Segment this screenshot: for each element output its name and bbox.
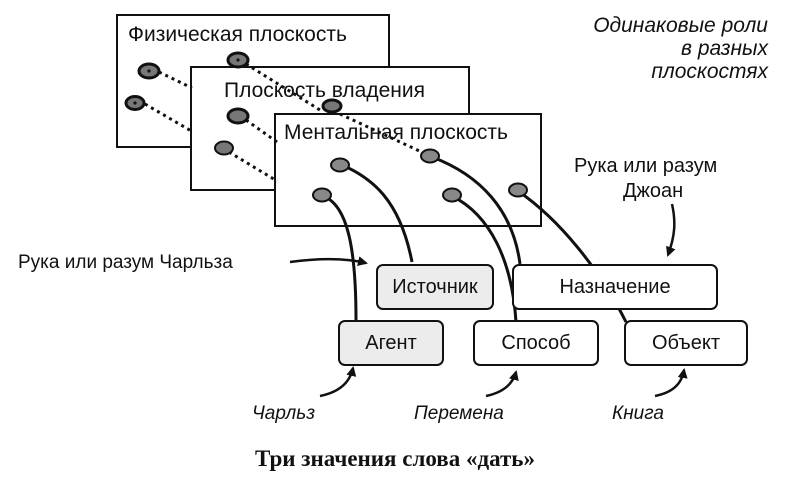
mental-plane: Ментальная плоскость [274,113,542,227]
role-method: Способ [473,320,599,366]
role-agent: Агент [338,320,444,366]
cross-plane-links [144,62,429,183]
slot [330,157,350,173]
role-destination: Назначение [512,264,718,310]
slot-dot [236,58,240,62]
note-same-roles: Одинаковые роли в разных плоскостях [520,14,768,83]
link-agent [322,194,358,321]
note-line-2: в разных [681,37,768,60]
link-source [341,163,414,263]
role-object: Объект [624,320,748,366]
label-arrows [289,203,688,398]
dotted-link [245,118,278,144]
note-line-3: плоскостях [651,60,768,83]
ownership-slots [214,98,343,156]
physical-plane-title: Физическая плоскость [128,23,347,46]
arrow-method-filler [485,370,519,398]
mental-slots [312,148,528,203]
slot-dot [147,69,151,73]
filler-object: Книга [612,403,664,424]
slot [226,107,250,125]
label-joan: Рука или разум [574,155,718,177]
figure-caption: Три значения слова «дать» [255,446,535,471]
physical-slots [124,51,250,111]
mental-plane-title: Ментальная плоскость [284,121,508,144]
slot [508,182,528,198]
filler-method: Перемена [414,403,504,424]
label-joan-name: Джоан [623,180,684,202]
arrow-charles [289,256,368,267]
dotted-link [158,70,193,90]
arrow-object-filler [654,368,688,398]
slot [442,187,462,203]
filler-agent: Чарльз [252,403,316,424]
label-charles: Рука или разум Чарльза [18,252,233,273]
ownership-plane-title: Плоскость владения [224,79,425,102]
slot [420,148,440,164]
dotted-link [245,62,321,112]
note-line-1: Одинаковые роли [593,14,768,37]
link-destination [431,155,522,265]
slot [214,140,234,156]
slot [321,98,343,114]
slot-dot [133,101,137,105]
arrow-agent-filler [319,366,357,398]
arrow-joan [666,203,676,257]
dotted-link [144,102,194,134]
dotted-link [339,112,429,157]
slot [312,187,332,203]
dotted-link [228,150,278,183]
role-source: Источник [376,264,494,310]
